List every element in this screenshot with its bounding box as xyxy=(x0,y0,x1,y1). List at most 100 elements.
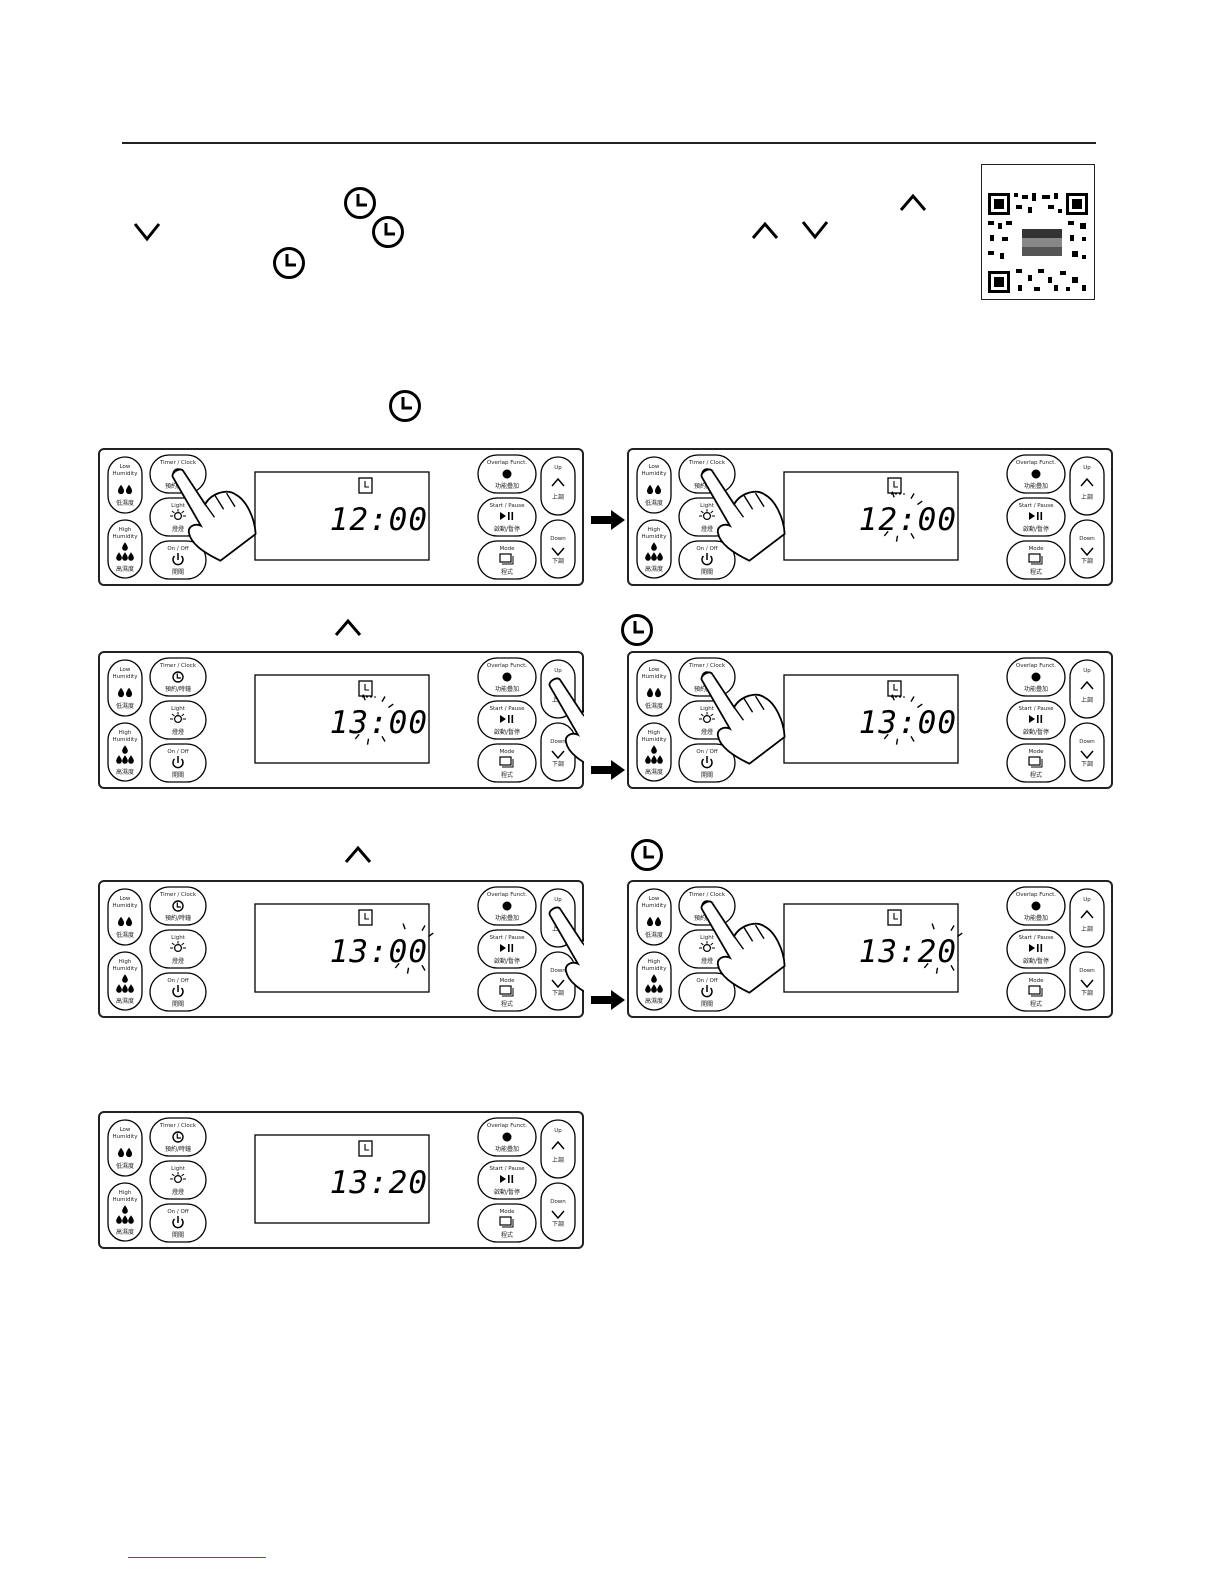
timer-clock-label: Timer / Clock xyxy=(159,663,197,669)
overlap-function-button[interactable]: Overlap Funct. 功能疊加 xyxy=(477,1117,537,1157)
mode-icon xyxy=(1028,553,1041,563)
down-label: Down xyxy=(1079,968,1095,974)
up-label: Up xyxy=(554,668,562,674)
up-label: Up xyxy=(554,897,562,903)
clock-icon xyxy=(172,900,184,912)
timer-clock-cn-label: 預約/時鐘 xyxy=(165,914,191,922)
light-label: Light xyxy=(700,935,715,941)
mode-label: Mode xyxy=(1029,546,1045,552)
overlap-function-button[interactable]: Overlap Funct.功能疊加 xyxy=(477,454,537,494)
up-cn-label: 上調 xyxy=(1081,493,1093,501)
high-humidity-cn-label: 高濕度 xyxy=(645,565,663,573)
qr-code-image xyxy=(988,193,1088,293)
overlap-function-button[interactable]: Overlap Funct.功能疊加 xyxy=(477,657,537,697)
mode-cn-label: 程式 xyxy=(501,568,513,576)
overlap-function-button[interactable]: Overlap Funct.功能疊加 xyxy=(1006,657,1066,697)
chevron-down-icon xyxy=(801,221,829,240)
gear-icon xyxy=(1031,901,1041,911)
play-pause-icon xyxy=(1029,512,1035,520)
start-pause-cn-label: 啟動/暫停 xyxy=(494,957,520,965)
overlap-function-cn-label: 功能疊加 xyxy=(495,1145,519,1153)
time-readout: 13:20 xyxy=(330,1165,428,1201)
high-humidity-cn-label: 高濕度 xyxy=(116,997,134,1005)
start-pause-label: Start / Pause xyxy=(1019,503,1055,509)
chevron-up-icon xyxy=(344,845,372,863)
mode-icon xyxy=(499,1216,512,1226)
overlap-function-button[interactable]: Overlap Funct.功能疊加 xyxy=(477,886,537,926)
high-humidity-cn-label: 高濕度 xyxy=(116,1228,134,1236)
clock-icon xyxy=(172,671,184,683)
timer-clock-label: Timer / Clock xyxy=(159,892,197,898)
low-humidity-label: Low xyxy=(120,1127,131,1133)
down-label: Down xyxy=(550,968,566,974)
timer-clock-button[interactable]: Timer / Clock 預約/時鐘 xyxy=(149,886,207,926)
overlap-function-button[interactable]: Overlap Funct.功能疊加 xyxy=(1006,454,1066,494)
lcd-display: 13:20 xyxy=(783,903,963,993)
up-cn-label: 上調 xyxy=(552,1156,564,1164)
down-cn-label: 下調 xyxy=(1081,760,1093,768)
start-pause-cn-label: 啟動/暫停 xyxy=(1023,957,1049,965)
high-humidity-label: Humidity xyxy=(642,737,668,743)
high-humidity-label: Humidity xyxy=(113,966,139,972)
timer-clock-label: Timer / Clock xyxy=(688,460,726,466)
overlap-function-label: Overlap Funct. xyxy=(1016,460,1056,466)
low-humidity-label: Humidity xyxy=(113,471,139,477)
overlap-function-button[interactable]: Overlap Funct.功能疊加 xyxy=(1006,886,1066,926)
overlap-function-label: Overlap Funct. xyxy=(487,1123,527,1129)
